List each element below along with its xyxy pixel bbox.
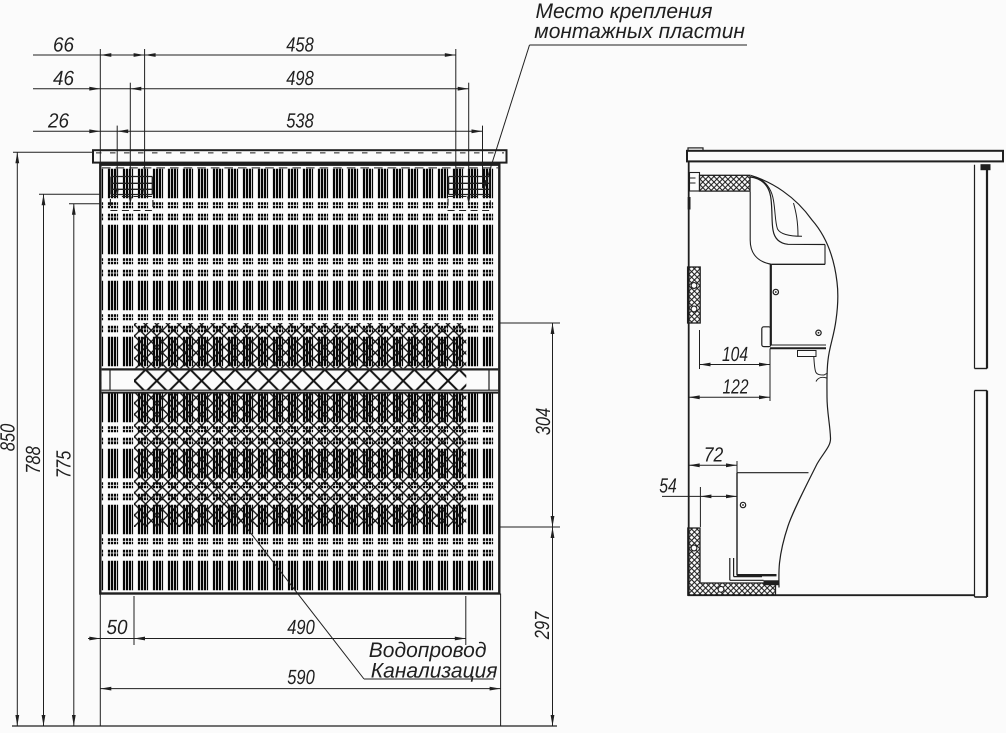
svg-text:Канализация: Канализация: [371, 660, 498, 683]
svg-text:297: 297: [531, 610, 554, 640]
svg-text:104: 104: [722, 343, 748, 366]
svg-text:Место крепления: Место крепления: [536, 0, 713, 23]
svg-text:46: 46: [53, 67, 75, 90]
svg-text:72: 72: [704, 444, 724, 467]
svg-text:498: 498: [286, 67, 314, 90]
svg-text:304: 304: [532, 408, 555, 436]
svg-text:458: 458: [286, 34, 314, 57]
svg-text:788: 788: [22, 446, 45, 474]
svg-text:Водопровод: Водопровод: [369, 639, 487, 662]
svg-text:монтажных пластин: монтажных пластин: [534, 20, 745, 43]
svg-text:66: 66: [53, 34, 75, 57]
svg-text:590: 590: [287, 666, 315, 689]
svg-text:50: 50: [107, 616, 129, 639]
svg-text:122: 122: [723, 376, 749, 399]
svg-text:538: 538: [286, 110, 314, 133]
svg-text:54: 54: [659, 475, 677, 498]
svg-text:26: 26: [47, 110, 69, 133]
svg-text:490: 490: [287, 616, 315, 639]
svg-text:850: 850: [0, 423, 20, 451]
svg-text:775: 775: [53, 450, 76, 478]
